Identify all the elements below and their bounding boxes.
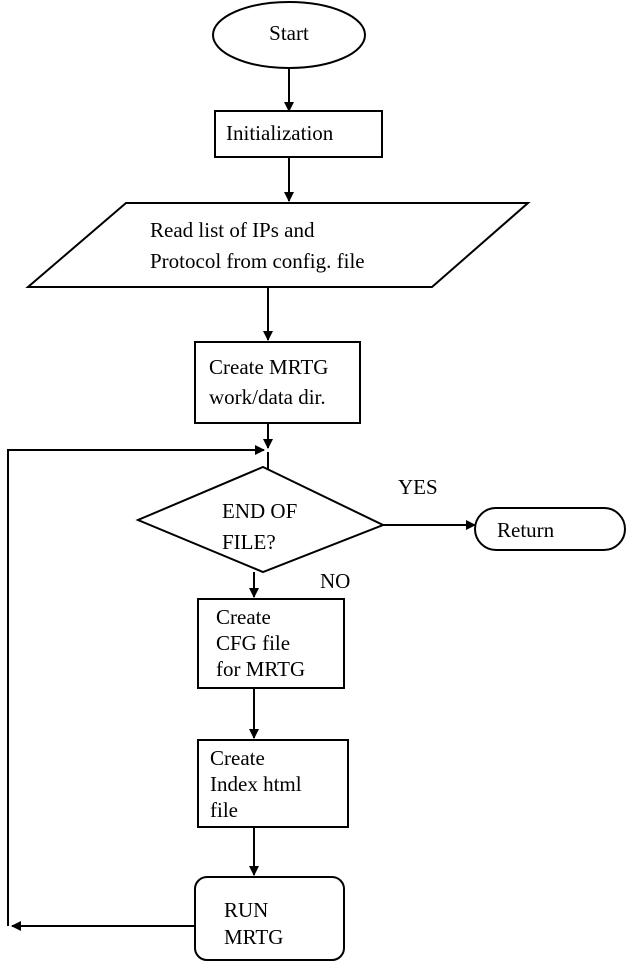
create-index-process: Create Index html file bbox=[197, 739, 349, 828]
create-index-label-line1: Create bbox=[210, 746, 265, 770]
run-mrtg-label-line2: MRTG bbox=[224, 925, 283, 949]
create-cfg-label-line3: for MRTG bbox=[216, 657, 305, 681]
create-dir-label-line2: work/data dir. bbox=[209, 385, 326, 409]
arrow-loop-back-to-junction bbox=[7, 445, 265, 926]
create-index-label-line2: Index html bbox=[210, 772, 302, 796]
start-terminal: Start bbox=[212, 1, 366, 69]
run-mrtg-label-line1: RUN bbox=[224, 898, 268, 922]
create-cfg-label-line1: Create bbox=[216, 605, 271, 629]
yes-label: YES bbox=[398, 475, 438, 499]
read-config-label-line2: Protocol from config. file bbox=[150, 249, 365, 273]
initialization-label: Initialization bbox=[226, 121, 334, 145]
read-config-label-line1: Read list of IPs and bbox=[150, 218, 315, 242]
run-mrtg-process: RUN MRTG bbox=[194, 876, 345, 961]
create-index-label-line3: file bbox=[210, 798, 238, 822]
create-dir-process: Create MRTG work/data dir. bbox=[194, 341, 361, 424]
initialization-process: Initialization bbox=[214, 110, 383, 158]
decision-label-line1: END OF bbox=[222, 499, 297, 523]
read-config-io: Read list of IPs and Protocol from confi… bbox=[25, 202, 531, 288]
create-cfg-label-line2: CFG file bbox=[216, 631, 290, 655]
decision-label-line2: FILE? bbox=[222, 530, 276, 554]
end-of-file-decision: END OF FILE? bbox=[135, 465, 386, 574]
return-terminal: Return bbox=[474, 507, 626, 551]
create-cfg-process: Create CFG file for MRTG bbox=[197, 598, 345, 689]
create-dir-label-line1: Create MRTG bbox=[209, 355, 328, 379]
start-label: Start bbox=[269, 21, 309, 45]
return-label: Return bbox=[497, 518, 555, 542]
no-label: NO bbox=[320, 569, 350, 593]
